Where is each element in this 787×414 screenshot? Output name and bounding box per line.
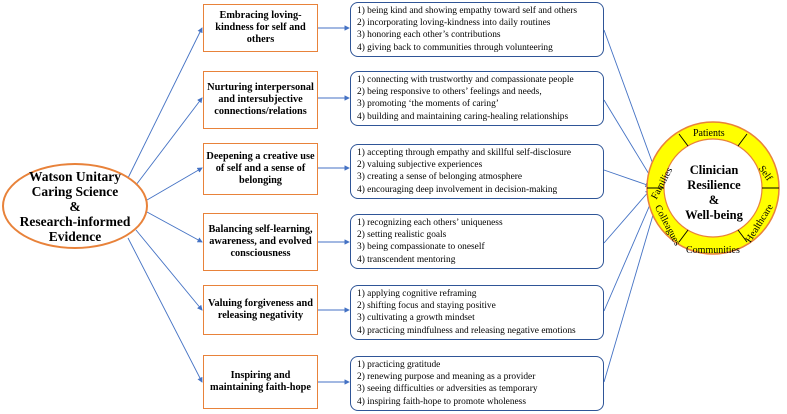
source-arrow-5 bbox=[135, 229, 203, 311]
outcome-ring bbox=[646, 121, 780, 255]
practice-item: 3) promoting ‘the moments of caring’ bbox=[357, 99, 499, 110]
practice-item: 3) being compassionate to oneself bbox=[357, 242, 485, 253]
practice-arrow-5 bbox=[603, 192, 656, 312]
theme-box-2: Nurturing interpersonal and intersubject… bbox=[203, 71, 318, 129]
ring-label-communities: Communities bbox=[686, 245, 740, 256]
practice-item: 1) connecting with trustworthy and compa… bbox=[357, 75, 574, 85]
practice-item: 3) cultivating a growth mindset bbox=[357, 313, 475, 324]
practice-item: 1) being kind and showing empathy toward… bbox=[357, 6, 578, 16]
practices-box-4: 1) recognizing each others’ uniqueness 2… bbox=[350, 214, 604, 269]
practice-item: 4) encouraging deep involvement in decis… bbox=[357, 184, 558, 195]
ring-label-patients: Patients bbox=[693, 128, 725, 139]
ring-divider bbox=[737, 133, 748, 147]
practice-item: 2) valuing subjective experiences bbox=[357, 160, 483, 171]
practice-item: 2) being responsive to others’ feelings … bbox=[357, 87, 542, 98]
center-line: Resilience & bbox=[687, 178, 741, 207]
outcome-center-text: Clinician Resilience & Well-being bbox=[684, 163, 744, 223]
practice-item: 4) building and maintaining caring-heali… bbox=[357, 111, 569, 122]
practice-item: 4) practicing mindfulness and releasing … bbox=[357, 325, 576, 336]
ring-divider bbox=[678, 229, 689, 243]
source-arrow-1 bbox=[127, 27, 203, 179]
practice-item: 4) inspiring faith-hope to promote whole… bbox=[357, 396, 526, 407]
source-line: Research-informed bbox=[19, 213, 131, 229]
practices-box-6: 1) practicing gratitude 2) renewing purp… bbox=[350, 356, 604, 411]
source-line: & bbox=[69, 198, 81, 214]
practice-item: 3) creating a sense of belonging atmosph… bbox=[357, 172, 523, 183]
practice-item: 4) giving back to communities through vo… bbox=[357, 42, 553, 53]
source-line: Watson Unitary bbox=[29, 168, 121, 184]
practice-item: 4) transcendent mentoring bbox=[357, 254, 456, 265]
practice-item: 1) practicing gratitude bbox=[357, 360, 441, 370]
source-arrow-3 bbox=[146, 167, 203, 201]
theme-box-6: Inspiring and maintaining faith-hope bbox=[203, 355, 318, 409]
practice-arrow-6 bbox=[603, 197, 660, 383]
theme-title: Balancing self-learning, awareness, and … bbox=[208, 224, 313, 259]
practices-box-2: 1) connecting with trustworthy and compa… bbox=[350, 71, 604, 126]
practice-item: 2) shifting focus and staying positive bbox=[357, 301, 496, 312]
theme-title: Nurturing interpersonal and intersubject… bbox=[207, 82, 314, 117]
practice-arrow-2 bbox=[603, 99, 656, 185]
practices-box-5: 1) applying cognitive reframing 2) shift… bbox=[350, 285, 604, 340]
practice-item: 2) setting realistic goals bbox=[357, 230, 447, 241]
source-arrow-2 bbox=[135, 97, 203, 186]
practice-item: 3) seeing difficulties or adversities as… bbox=[357, 384, 538, 395]
center-line: Clinician bbox=[689, 163, 739, 177]
theme-title: Embracing loving-kindness for self and o… bbox=[215, 10, 306, 45]
practice-item: 2) incorporating loving-kindness into da… bbox=[357, 18, 551, 29]
source-arrow-6 bbox=[127, 237, 203, 383]
practice-arrow-3 bbox=[603, 169, 651, 188]
practice-item: 3) honoring each other’s contributions bbox=[357, 30, 501, 41]
theme-title: Inspiring and maintaining faith-hope bbox=[210, 370, 311, 393]
ring-divider bbox=[678, 133, 689, 147]
source-line: Evidence bbox=[48, 228, 102, 244]
theme-box-4: Balancing self-learning, awareness, and … bbox=[203, 213, 318, 271]
theme-box-1: Embracing loving-kindness for self and o… bbox=[203, 4, 318, 52]
practices-box-3: 1) accepting through empathy and skillfu… bbox=[350, 144, 604, 199]
theme-title: Valuing forgiveness and releasing negati… bbox=[208, 298, 313, 321]
theme-box-3: Deepening a creative use of self and a s… bbox=[203, 143, 318, 195]
practice-item: 1) applying cognitive reframing bbox=[357, 289, 477, 299]
center-line: Well-being bbox=[685, 208, 743, 222]
practice-item: 1) accepting through empathy and skillfu… bbox=[357, 148, 572, 158]
practice-item: 1) recognizing each others’ uniqueness bbox=[357, 218, 503, 228]
practice-item: 2) renewing purpose and meaning as a pro… bbox=[357, 372, 536, 383]
theme-title: Deepening a creative use of self and a s… bbox=[206, 151, 315, 186]
source-line: Caring Science bbox=[31, 183, 119, 199]
source-ellipse: Watson Unitary Caring Science & Research… bbox=[2, 163, 148, 249]
source-arrow-4 bbox=[146, 211, 203, 243]
theme-box-5: Valuing forgiveness and releasing negati… bbox=[203, 285, 318, 335]
practice-arrow-1 bbox=[603, 29, 659, 179]
practices-box-1: 1) being kind and showing empathy toward… bbox=[350, 2, 604, 57]
practice-arrow-4 bbox=[603, 189, 651, 244]
ring-divider bbox=[737, 229, 748, 243]
